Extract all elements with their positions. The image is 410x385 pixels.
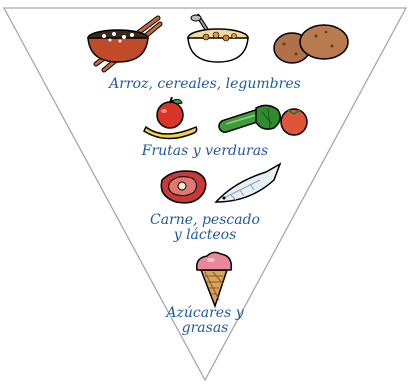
tier-label-grains: Arroz, cereales, legumbres <box>105 77 305 92</box>
tier-label-line: Azúcares y <box>160 306 250 321</box>
fish-icon <box>210 162 284 212</box>
tier-label-line: Carne, pescado <box>145 213 265 228</box>
tier-label-line: y lácteos <box>145 228 265 243</box>
meat-steak-icon <box>156 166 212 208</box>
potatoes-icon <box>270 18 352 68</box>
rice-bowl-icon <box>84 14 164 74</box>
cereal-bowl-icon <box>182 12 252 68</box>
tier-label-meat-fish-dairy: Carne, pescado y lácteos <box>145 213 265 243</box>
ice-cream-cone-icon <box>193 250 235 308</box>
tier-label-sugars-fats: Azúcares y grasas <box>160 306 250 336</box>
apple-banana-icon <box>142 97 204 141</box>
tier-label-line: grasas <box>160 321 250 336</box>
tier-label-fruits-vegetables: Frutas y verduras <box>135 144 275 159</box>
vegetables-icon <box>212 100 312 140</box>
